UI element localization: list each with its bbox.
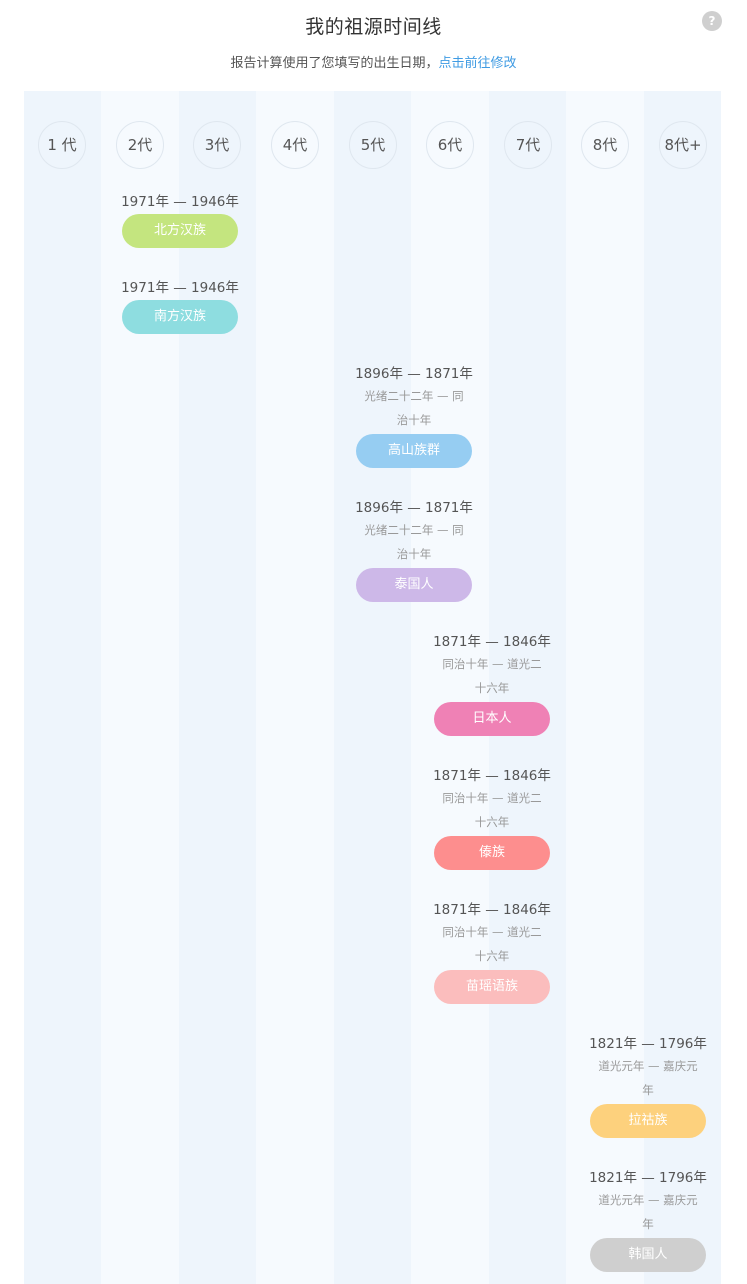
entry-years: 1821年 — 1796年: [589, 1036, 707, 1052]
column-stripe: [179, 91, 256, 1284]
timeline-entry: 1871年 — 1846年 同治十年 — 道光二十六年 日本人: [432, 632, 552, 736]
ancestry-pill[interactable]: 韩国人: [590, 1238, 706, 1272]
ancestry-pill[interactable]: 拉祜族: [590, 1104, 706, 1138]
generation-6[interactable]: 6代: [426, 121, 474, 169]
entry-era: 同治十年 — 道光二十六年: [442, 791, 542, 829]
timeline-entry: 1896年 — 1871年 光绪二十二年 — 同治十年 高山族群: [354, 364, 474, 468]
generation-4[interactable]: 4代: [271, 121, 319, 169]
generation-3[interactable]: 3代: [193, 121, 241, 169]
generation-8-plus[interactable]: 8代+: [659, 121, 707, 169]
timeline-entry: 1871年 — 1846年 同治十年 — 道光二十六年 傣族: [432, 766, 552, 870]
generation-5[interactable]: 5代: [349, 121, 397, 169]
entry-era: 同治十年 — 道光二十六年: [442, 925, 542, 963]
column-stripe: [489, 91, 566, 1284]
column-stripe: [256, 91, 334, 1284]
column-stripe: [566, 91, 644, 1284]
column-stripe: [644, 91, 721, 1284]
timeline-entry: 1821年 — 1796年 道光元年 — 嘉庆元年 拉祜族: [588, 1034, 708, 1138]
page-title: 我的祖源时间线: [305, 16, 442, 38]
timeline-entry: 1971年 — 1946年 南方汉族: [120, 278, 240, 334]
timeline: 1 代 2代 3代 4代 5代 6代 7代 8代 8代+ 1971年 — 194…: [24, 91, 721, 1284]
ancestry-pill[interactable]: 南方汉族: [122, 300, 238, 334]
help-icon[interactable]: ?: [702, 11, 722, 31]
ancestry-pill[interactable]: 北方汉族: [122, 214, 238, 248]
column-stripe: [411, 91, 489, 1284]
timeline-entry: 1871年 — 1846年 同治十年 — 道光二十六年 苗瑶语族: [432, 900, 552, 1004]
timeline-entry: 1896年 — 1871年 光绪二十二年 — 同治十年 泰国人: [354, 498, 474, 602]
ancestry-pill[interactable]: 泰国人: [356, 568, 472, 602]
entry-era: 光绪二十二年 — 同治十年: [364, 389, 464, 427]
entry-era: 道光元年 — 嘉庆元年: [598, 1193, 698, 1231]
generation-8[interactable]: 8代: [581, 121, 629, 169]
ancestry-pill[interactable]: 傣族: [434, 836, 550, 870]
entry-era: 光绪二十二年 — 同治十年: [364, 523, 464, 561]
entry-years: 1896年 — 1871年: [355, 366, 473, 382]
entry-years: 1871年 — 1846年: [433, 634, 551, 650]
entry-years: 1871年 — 1846年: [433, 902, 551, 918]
ancestry-pill[interactable]: 苗瑶语族: [434, 970, 550, 1004]
subtitle-text: 报告计算使用了您填写的出生日期，: [230, 56, 439, 71]
ancestry-pill[interactable]: 日本人: [434, 702, 550, 736]
entry-years: 1821年 — 1796年: [589, 1170, 707, 1186]
generation-7[interactable]: 7代: [504, 121, 552, 169]
timeline-entry: 1821年 — 1796年 道光元年 — 嘉庆元年 韩国人: [588, 1168, 708, 1272]
entry-years: 1971年 — 1946年: [121, 194, 239, 210]
subtitle: 报告计算使用了您填写的出生日期，点击前往修改: [0, 52, 747, 71]
entry-era: 同治十年 — 道光二十六年: [442, 657, 542, 695]
column-stripe: [334, 91, 411, 1284]
generation-2[interactable]: 2代: [116, 121, 164, 169]
entry-years: 1896年 — 1871年: [355, 500, 473, 516]
timeline-entry: 1971年 — 1946年 北方汉族: [120, 192, 240, 248]
entry-era: 道光元年 — 嘉庆元年: [598, 1059, 698, 1097]
column-stripe: [24, 91, 101, 1284]
column-stripe: [101, 91, 179, 1284]
generation-1[interactable]: 1 代: [38, 121, 86, 169]
entry-years: 1871年 — 1846年: [433, 768, 551, 784]
entry-years: 1971年 — 1946年: [121, 280, 239, 296]
ancestry-pill[interactable]: 高山族群: [356, 434, 472, 468]
edit-birthdate-link[interactable]: 点击前往修改: [438, 56, 517, 71]
